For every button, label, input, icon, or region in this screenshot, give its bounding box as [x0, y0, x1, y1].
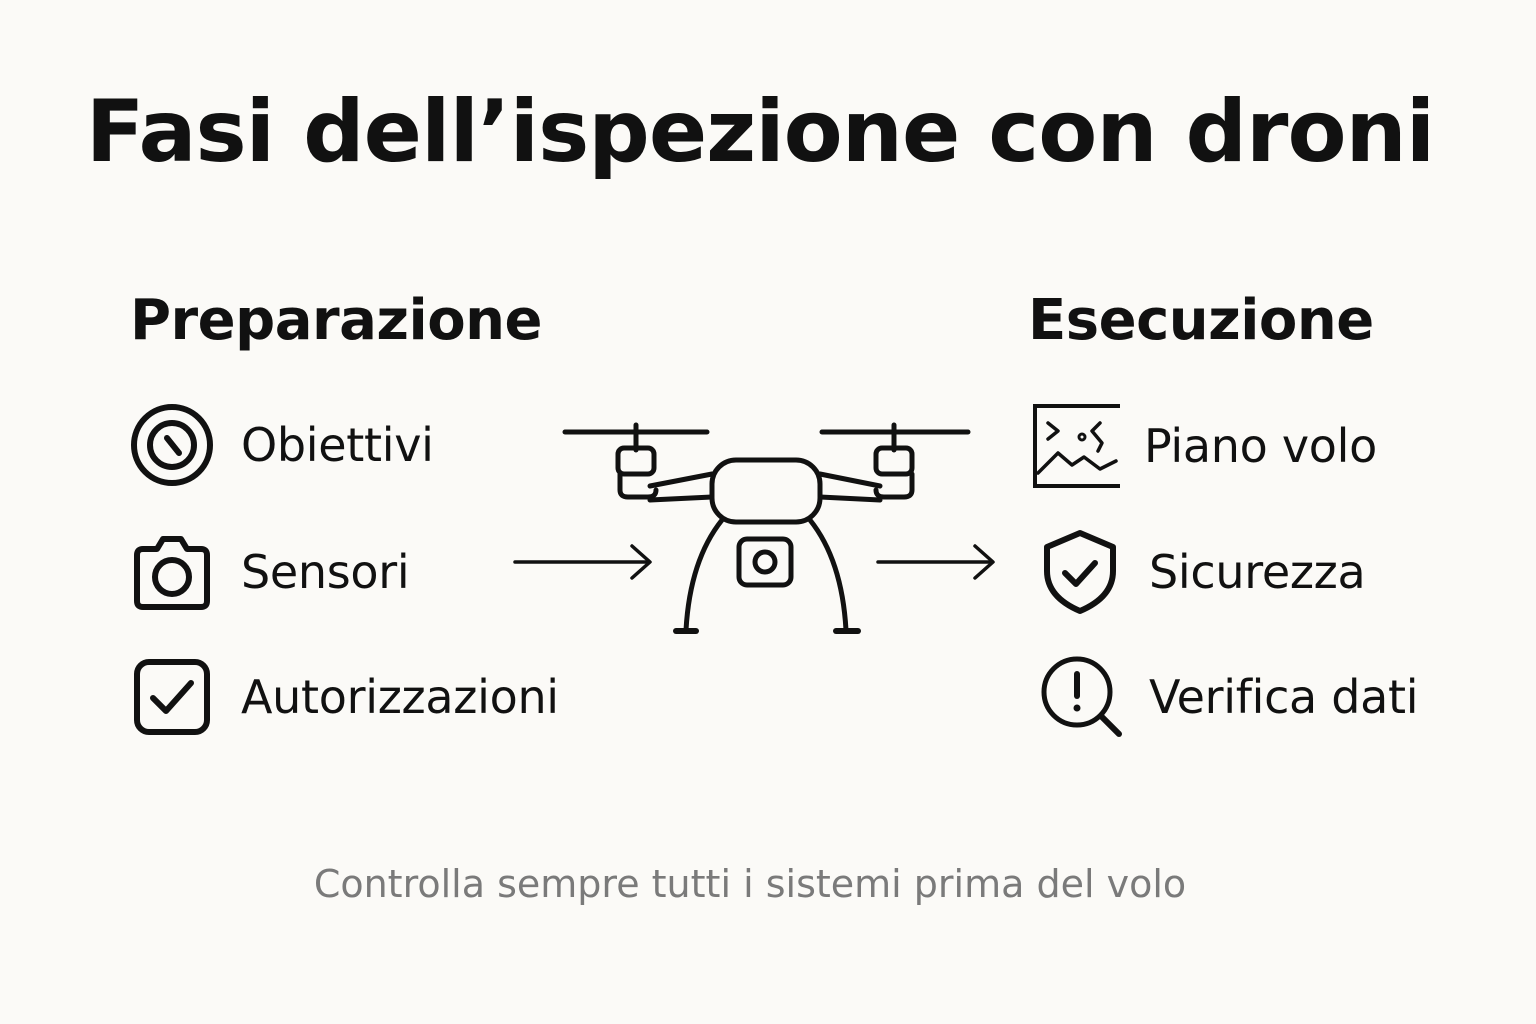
execution-heading: Esecuzione: [1028, 288, 1374, 353]
execution-item-label: Sicurezza: [1149, 545, 1366, 599]
footer-note: Controlla sempre tutti i sistemi prima d…: [313, 862, 1187, 906]
preparation-item-label: Sensori: [241, 545, 410, 599]
preparation-item-authorizations: Autorizzazioni: [127, 652, 559, 742]
checkbox-icon: [127, 652, 217, 742]
preparation-item-sensors: Sensori: [127, 527, 410, 617]
target-icon: [127, 400, 217, 490]
preparation-item-objectives: Obiettivi: [127, 400, 434, 490]
arrow-right-icon: [876, 544, 995, 580]
execution-item-safety: Sicurezza: [1035, 527, 1366, 617]
page-title: Fasi dell’ispezione con droni: [85, 82, 1436, 182]
preparation-item-label: Obiettivi: [241, 418, 434, 472]
execution-item-label: Verifica dati: [1149, 670, 1419, 724]
execution-item-label: Piano volo: [1144, 419, 1377, 473]
preparation-item-label: Autorizzazioni: [241, 670, 559, 724]
execution-item-data-check: Verifica dati: [1035, 652, 1419, 742]
search-alert-icon: [1035, 652, 1125, 742]
drone-icon: [562, 422, 971, 634]
camera-icon: [127, 527, 217, 617]
shield-check-icon: [1035, 527, 1125, 617]
flight-map-icon: [1030, 401, 1120, 491]
execution-item-flight-plan: Piano volo: [1030, 401, 1377, 491]
arrow-right-icon: [513, 544, 652, 580]
preparation-heading: Preparazione: [130, 288, 543, 353]
